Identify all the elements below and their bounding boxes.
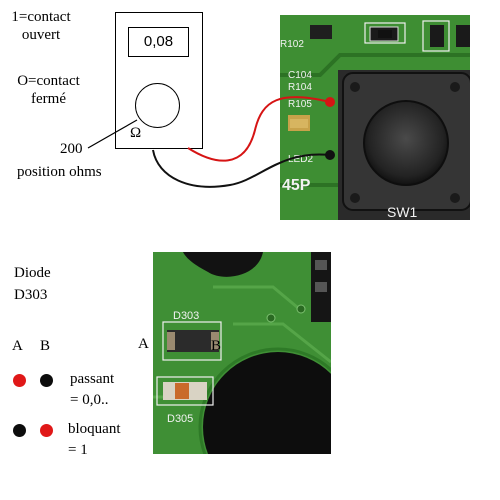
state-open-label: 1=contact ouvert <box>11 9 71 43</box>
row1-dot-a <box>13 374 26 387</box>
range-value-label: 200 <box>60 141 83 157</box>
switch-pcb-photo: R102 C104 R104 R105 LED2 45P SW1 <box>280 15 470 220</box>
range-mode-label: position ohms <box>17 164 102 180</box>
column-b-label: B <box>40 338 51 354</box>
diode-pcb-photo: D303 D305 <box>153 252 331 454</box>
diode-title: Diode <box>14 265 51 281</box>
blocking-label: bloquant <box>68 421 121 437</box>
multimeter-display: 0,08 <box>128 27 189 57</box>
label-led2: LED2 <box>288 154 313 165</box>
state-closed-label: O=contact fermé <box>17 73 80 107</box>
diode-ref: D303 <box>14 287 48 303</box>
label-d303: D303 <box>173 310 199 322</box>
label-r104: R104 <box>288 82 312 93</box>
label-45p: 45P <box>282 177 311 194</box>
diode-pcb-art: D303 D305 <box>153 252 331 454</box>
multimeter-dial <box>135 83 180 128</box>
row2-dot-b <box>40 424 53 437</box>
row2-dot-a <box>13 424 26 437</box>
blocking-value: = 1 <box>68 442 88 458</box>
label-r102: R102 <box>280 39 304 50</box>
row1-dot-b <box>40 374 53 387</box>
column-a-label: A <box>12 338 23 354</box>
diode-anode-label: A <box>138 336 149 352</box>
passing-label: passant <box>70 371 115 387</box>
diode-cathode-label: B <box>211 338 222 354</box>
label-c104: C104 <box>288 70 312 81</box>
label-d305: D305 <box>167 413 193 425</box>
label-sw1: SW1 <box>387 204 418 220</box>
switch-pcb-art: R102 C104 R104 R105 LED2 45P SW1 <box>280 15 470 220</box>
label-r105: R105 <box>288 99 312 110</box>
ohm-symbol: Ω <box>130 125 142 141</box>
passing-value: = 0,0.. <box>70 392 109 408</box>
